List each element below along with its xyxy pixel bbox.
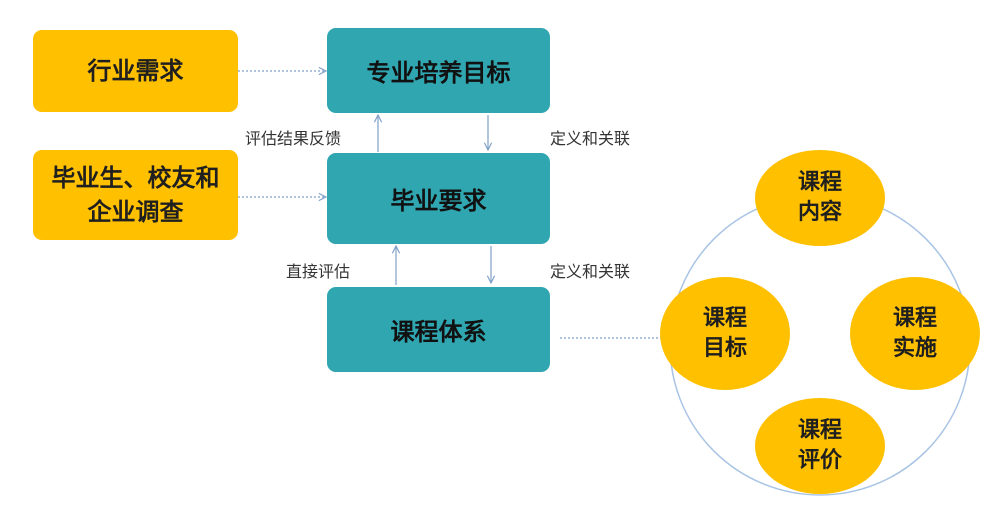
- cycle-node-evaluation-line-1: 课程: [797, 418, 842, 443]
- node-grad-requirements-label: 毕业要求: [390, 187, 487, 215]
- cycle-node-goal: 课程 目标: [660, 277, 790, 390]
- cycle-node-implementation-line-1: 课程: [892, 305, 937, 331]
- node-grad-requirements: 毕业要求: [327, 153, 550, 244]
- node-curriculum-label: 课程体系: [390, 318, 487, 346]
- cycle-node-goal-line-2: 目标: [702, 335, 747, 361]
- node-training-goal: 专业培养目标: [327, 28, 550, 113]
- cycle-node-implementation: 课程 实施: [850, 277, 980, 390]
- node-industry-demand-label: 行业需求: [87, 57, 184, 85]
- node-curriculum: 课程体系: [327, 287, 550, 372]
- node-alumni-survey-line-2: 企业调查: [87, 198, 184, 226]
- node-alumni-survey: 毕业生、校友和 企业调查: [33, 150, 238, 240]
- cycle-node-evaluation-line-2: 评价: [797, 448, 842, 473]
- cycle-node-content-line-1: 课程: [797, 170, 842, 195]
- edge-label-direct-eval: 直接评估: [286, 262, 351, 281]
- node-industry-demand: 行业需求: [33, 30, 238, 112]
- edge-label-eval-feedback: 评估结果反馈: [245, 129, 342, 148]
- cycle-node-evaluation: 课程 评价: [755, 398, 885, 494]
- cycle-node-implementation-line-2: 实施: [892, 335, 937, 361]
- node-training-goal-label: 专业培养目标: [366, 59, 511, 87]
- cycle-node-content: 课程 内容: [755, 150, 885, 246]
- cycle-node-content-line-2: 内容: [797, 200, 842, 225]
- cycle-node-goal-line-1: 课程: [702, 305, 747, 331]
- edge-label-define-link-2: 定义和关联: [550, 262, 631, 281]
- edge-label-define-link-1: 定义和关联: [550, 129, 631, 148]
- node-alumni-survey-line-1: 毕业生、校友和: [51, 164, 220, 192]
